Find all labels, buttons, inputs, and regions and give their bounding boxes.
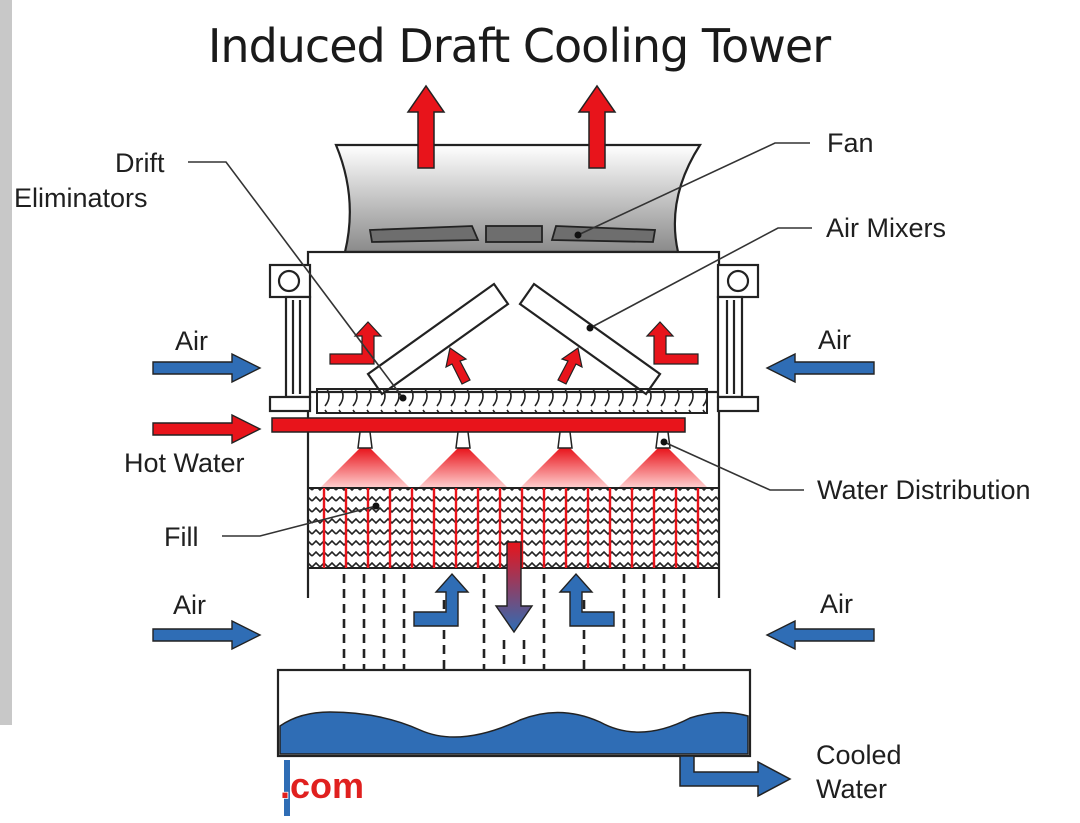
label-hot-water: Hot Water xyxy=(124,448,245,478)
hot-water-header xyxy=(271,417,686,433)
drift-eliminators xyxy=(316,388,708,414)
internal-updraft-arrows xyxy=(413,572,615,627)
water-downflow-arrow xyxy=(494,541,534,634)
label-air-upper-right: Air xyxy=(818,325,851,355)
label-water-distribution: Water Distribution xyxy=(817,475,1031,505)
label-air-lower-right: Air xyxy=(820,589,853,619)
label-air-upper-left: Air xyxy=(175,326,208,356)
watermark-bar xyxy=(284,760,290,816)
diagram-title: Induced Draft Cooling Tower xyxy=(208,19,831,73)
exhaust-arrows xyxy=(406,84,617,169)
label-cooled-line2: Water xyxy=(816,774,887,804)
air-arrow-upper-right xyxy=(765,352,875,384)
label-drift-line1: Drift xyxy=(115,148,165,178)
label-air-mixers: Air Mixers xyxy=(826,213,946,243)
left-sidebar-strip xyxy=(0,0,12,725)
hot-water-inlet-arrow xyxy=(152,413,262,445)
fan-icon xyxy=(368,225,657,243)
basin-water xyxy=(279,711,749,755)
water-distribution-nozzles xyxy=(320,431,708,488)
label-fan: Fan xyxy=(827,128,874,158)
left-louver-column xyxy=(268,263,312,413)
fill-red-streaks xyxy=(322,488,700,568)
label-leaders xyxy=(188,142,812,537)
label-cooled-line1: Cooled xyxy=(816,740,902,770)
air-arrow-upper-left xyxy=(152,352,262,384)
label-air-lower-left: Air xyxy=(173,590,206,620)
watermark-text: .com xyxy=(280,765,364,806)
air-arrow-lower-right xyxy=(765,619,875,651)
right-louver-column xyxy=(716,263,760,413)
internal-air-arrows xyxy=(329,321,699,385)
air-arrow-lower-left xyxy=(152,619,262,651)
label-fill: Fill xyxy=(164,522,199,552)
inlet-air-arrows xyxy=(152,352,875,651)
cooled-water-outlet-arrow xyxy=(679,755,792,798)
label-drift-line2: Eliminators xyxy=(14,183,148,213)
air-mixers xyxy=(366,282,662,396)
